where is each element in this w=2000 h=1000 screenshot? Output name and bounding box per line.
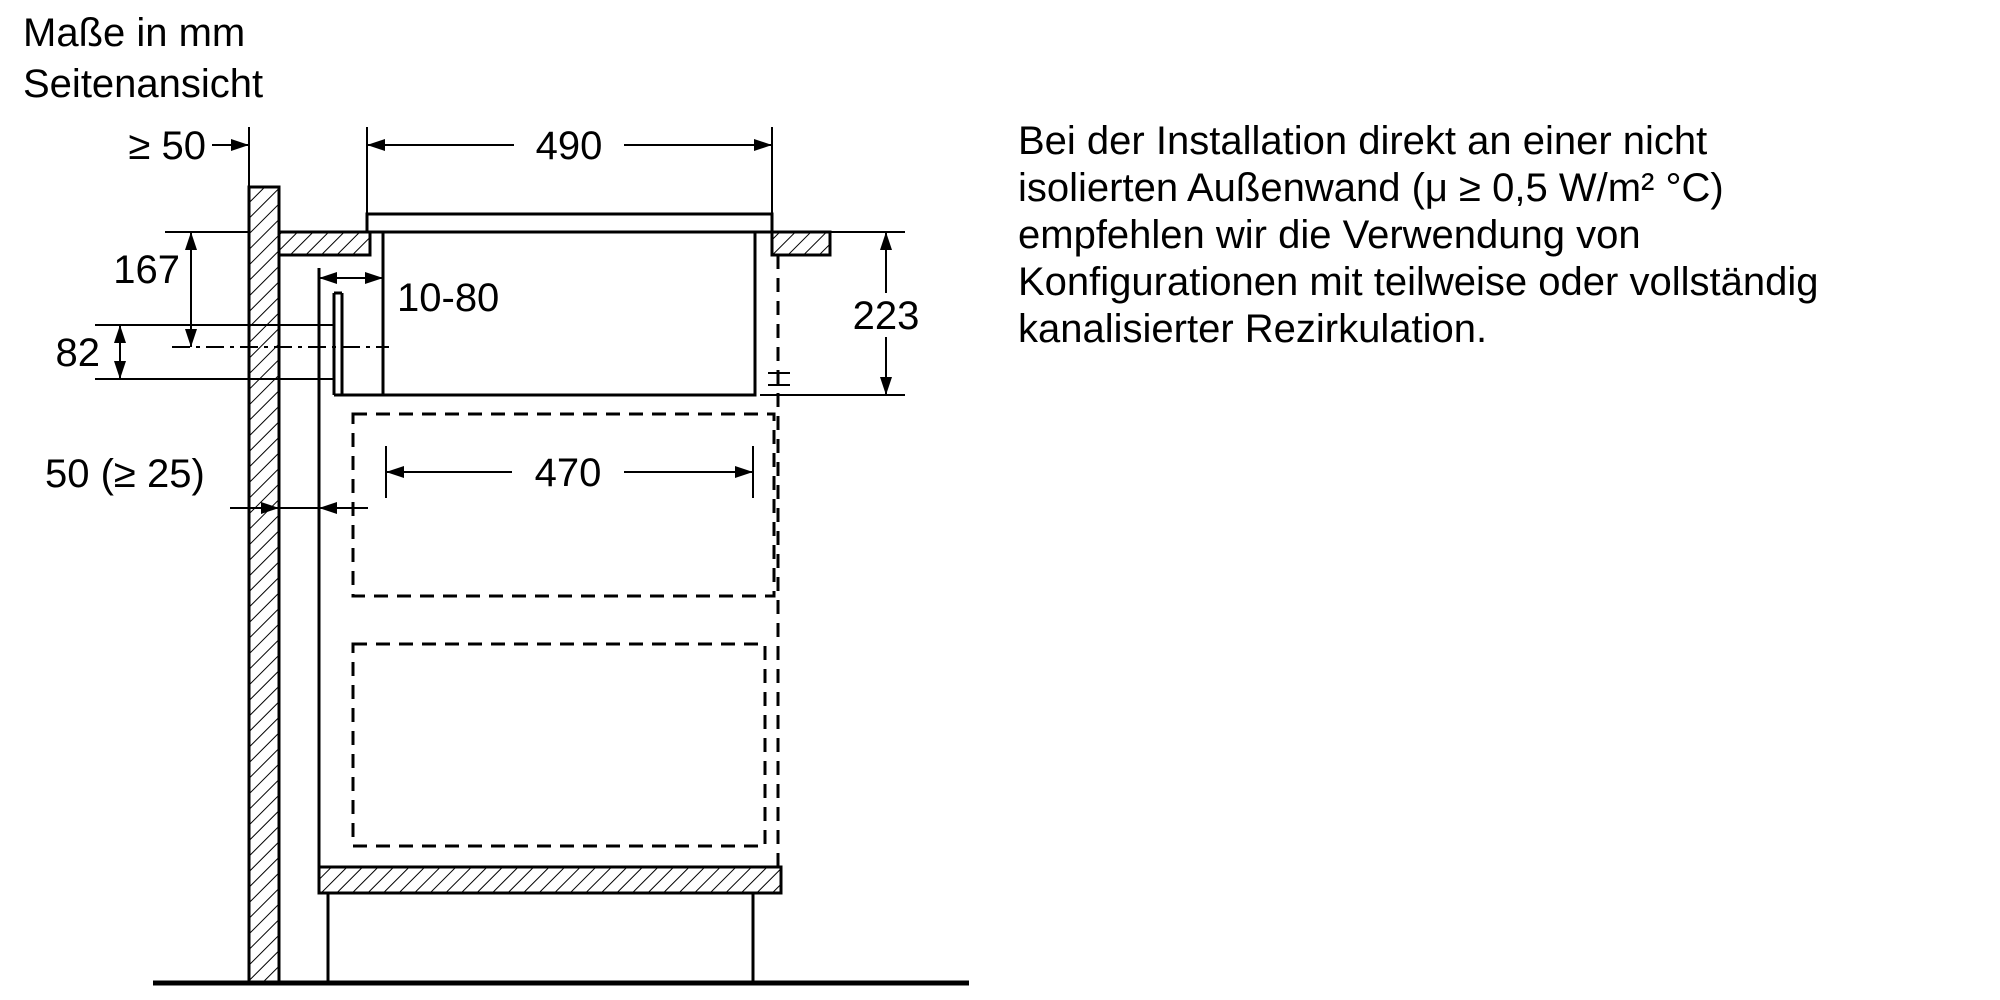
dim-label-wall-clearance: ≥ 50 — [128, 124, 206, 168]
dim-duct-height: 82 — [56, 324, 334, 380]
worktop-left — [277, 230, 372, 257]
duct — [332, 291, 383, 397]
wall — [247, 185, 281, 985]
dim-duct-to-box: 10-80 — [319, 272, 499, 320]
view-label: Seitenansicht — [23, 62, 264, 106]
worktop-right — [770, 230, 832, 257]
units-label: Maße in mm — [23, 11, 246, 55]
dim-rear-gap: 50 (≥ 25) — [45, 452, 368, 514]
dim-cutout-width: 470 — [385, 446, 754, 498]
dim-label-hob-width: 490 — [536, 124, 603, 168]
dim-label-10-80: 10-80 — [397, 276, 499, 320]
dim-label-rear-gap: 50 (≥ 25) — [45, 452, 205, 496]
lower-dashed-compartment — [351, 642, 767, 848]
dim-box-height: 223 — [760, 231, 940, 396]
upper-dashed-compartment — [351, 412, 776, 598]
drawing-title: Maße in mm Seitenansicht — [23, 8, 263, 110]
dim-label-223: 223 — [853, 294, 920, 338]
note-line: isolierten Außenwand (μ ≥ 0,5 W/m² °C) — [1018, 166, 1724, 210]
plenum-box — [381, 230, 757, 397]
cabinet-side-dashed — [768, 255, 790, 867]
installation-note: Bei der Installation direkt an einer nic… — [1018, 118, 1978, 353]
hob-plate — [365, 212, 774, 234]
dim-label-82: 82 — [56, 331, 101, 375]
dim-label-470: 470 — [535, 451, 602, 495]
cabinet-bottom-panel — [317, 865, 783, 895]
note-line: Bei der Installation direkt an einer nic… — [1018, 119, 1708, 163]
dim-wall-clearance: ≥ 50 — [128, 124, 250, 187]
note-line: Konfigurationen mit teilweise oder volls… — [1018, 260, 1819, 304]
note-line: empfehlen wir die Verwendung von — [1018, 213, 1641, 257]
note-line: kanalisierter Rezirkulation. — [1018, 307, 1488, 351]
dim-hob-width: 490 — [366, 122, 773, 214]
dim-label-167: 167 — [113, 248, 180, 292]
dim-worktop-to-duct-axis: 167 — [113, 231, 389, 348]
